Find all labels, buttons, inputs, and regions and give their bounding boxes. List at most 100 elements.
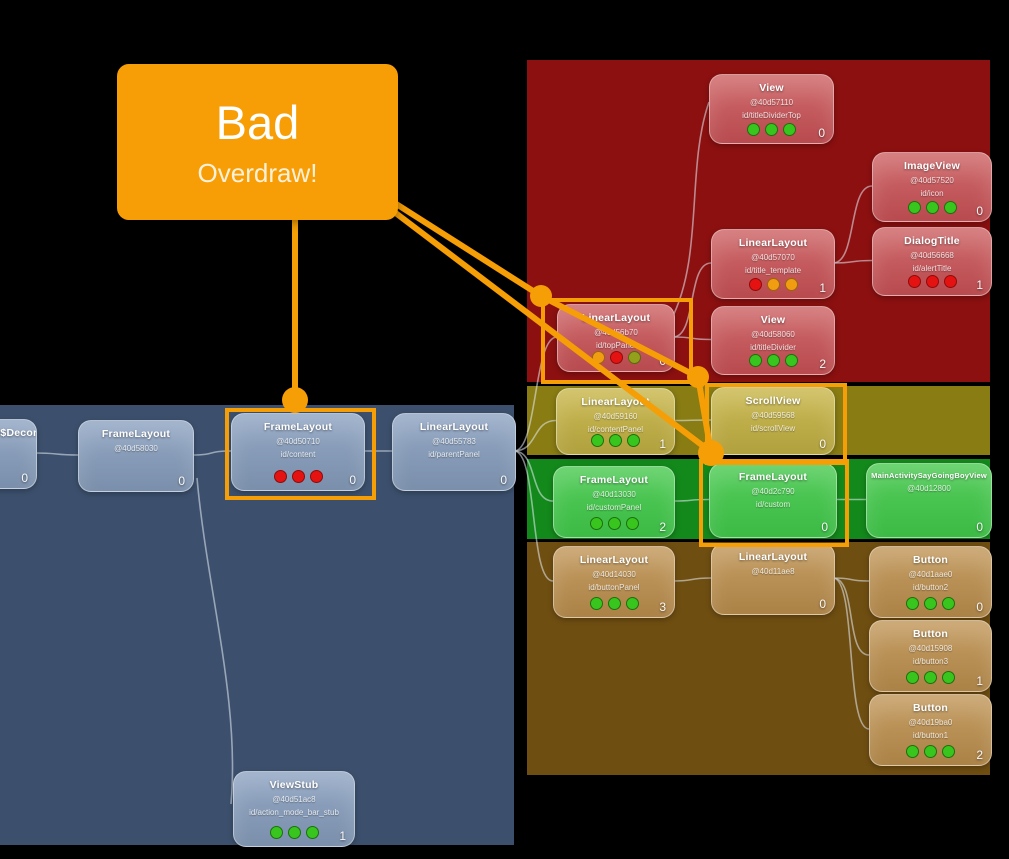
node-view-id: id/icon [920, 189, 944, 198]
child-count: 2 [659, 520, 666, 534]
node-view-id: id/scrollView [750, 424, 796, 433]
node-type-label: FrameLayout [738, 471, 808, 483]
node-address: @40d51ac8 [272, 795, 316, 804]
perf-dot-red-icon [943, 275, 957, 288]
perf-dot-green-icon [748, 354, 762, 367]
perf-dot-green-icon [765, 123, 778, 136]
node-type-label: View [760, 314, 786, 326]
perf-dot-orange-icon [766, 278, 780, 291]
perf-dot-green-icon [906, 745, 919, 758]
node-view-id: id/button2 [912, 583, 949, 592]
node-address: @40d58030 [114, 444, 158, 453]
child-count: 0 [976, 520, 983, 534]
perf-dot-red-icon [291, 470, 305, 483]
child-count: 0 [349, 473, 356, 487]
node-type-label: ViewStub [269, 779, 319, 791]
node-view-id: id/titleDividerTop [742, 111, 801, 120]
node-type-label: ScrollView [745, 395, 801, 407]
perf-dot-green-icon [906, 671, 919, 684]
perf-dot-orange-icon [784, 278, 798, 291]
node-type-label: PhoneWindow$DecorView [0, 427, 37, 439]
child-count: 0 [819, 437, 826, 451]
node-address: @40d58060 [751, 330, 795, 339]
perf-indicator-dots [870, 671, 991, 684]
node-view-id: id/title_template [744, 266, 802, 275]
perf-dot-green-icon [906, 597, 919, 610]
node-view-id: id/contentPanel [587, 425, 644, 434]
perf-dot-green-icon [942, 671, 955, 684]
child-count: 0 [976, 204, 983, 218]
perf-dot-green-icon [907, 201, 921, 214]
child-count: 0 [178, 474, 185, 488]
perf-indicator-dots [873, 275, 991, 288]
node-decor[interactable]: PhoneWindow$DecorView0 [0, 419, 37, 489]
child-count: 0 [976, 600, 983, 614]
node-type-label: LinearLayout [419, 421, 489, 433]
node-address: @40d57520 [910, 176, 954, 185]
node-type-label: DialogTitle [904, 235, 960, 247]
node-view-id: id/custom [755, 500, 791, 509]
node-address: @40d12800 [907, 484, 951, 493]
node-address: @40d14030 [592, 570, 636, 579]
perf-dot-green-icon [783, 123, 796, 136]
node-view-id: id/customPanel [586, 503, 642, 512]
perf-indicator-dots [554, 517, 674, 530]
node-frame1[interactable]: FrameLayout @40d58030 0 [78, 420, 194, 492]
perf-dot-green-icon [925, 201, 939, 214]
perf-dot-green-icon [924, 671, 937, 684]
annotation-pointer-line [388, 197, 543, 299]
perf-dot-green-icon [625, 517, 639, 530]
perf-dot-green-icon [627, 434, 640, 447]
node-address: @40d13030 [592, 490, 636, 499]
child-count: 1 [976, 278, 983, 292]
node-type-label: Button [912, 628, 949, 640]
child-count: 1 [819, 281, 826, 295]
perf-dot-red-icon [609, 351, 623, 364]
node-view-id: id/titleDivider [750, 343, 796, 352]
perf-dot-green-icon [942, 597, 955, 610]
node-address: @40d11ae8 [751, 567, 795, 576]
perf-dot-green-icon [591, 434, 604, 447]
node-address: @40d57070 [751, 253, 795, 262]
node-custom[interactable]: FrameLayout @40d2c790 id/custom 0 [709, 463, 837, 538]
child-count: 0 [821, 520, 828, 534]
perf-dot-red-icon [748, 278, 762, 291]
node-address: @40d2c790 [751, 487, 795, 496]
node-address: @40d55783 [432, 437, 476, 446]
perf-dot-green-icon [784, 354, 798, 367]
node-address: @40d56b70 [594, 328, 638, 337]
perf-dot-green-icon [589, 517, 603, 530]
perf-indicator-dots [557, 434, 674, 447]
perf-dot-green-icon [766, 354, 780, 367]
perf-dot-red-icon [925, 275, 939, 288]
perf-dot-green-icon [607, 517, 621, 530]
node-type-label: FrameLayout [263, 421, 333, 433]
node-type-label: FrameLayout [101, 428, 171, 440]
perf-indicator-dots [234, 826, 354, 839]
perf-dot-red-icon [309, 470, 323, 483]
child-count: 1 [976, 674, 983, 688]
node-address: @40d15908 [908, 644, 953, 653]
perf-dot-green-icon [924, 597, 937, 610]
perf-indicator-dots [554, 597, 674, 610]
perf-indicator-dots [712, 354, 834, 367]
